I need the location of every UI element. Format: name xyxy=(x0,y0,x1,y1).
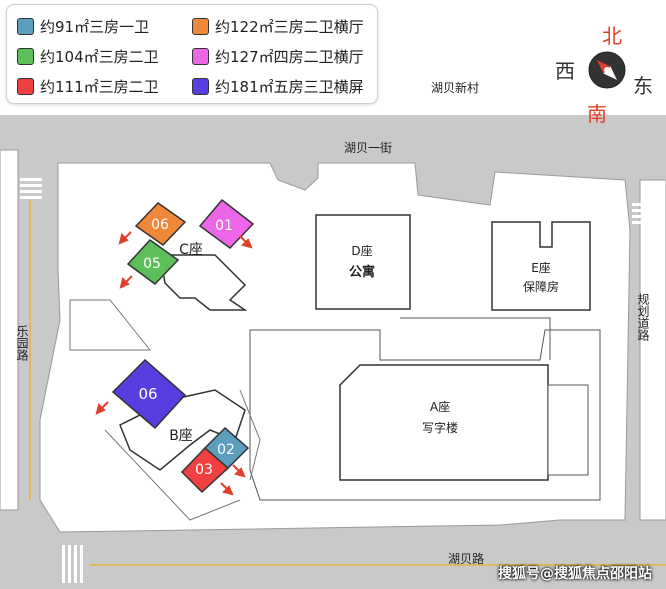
compass-north: 北 xyxy=(602,24,622,48)
legend-swatch xyxy=(17,17,34,35)
unit-type-legend: 约91㎡三房一卫 约104㎡三房二卫 约111㎡三房二卫 约122㎡三房二卫横厅… xyxy=(6,4,378,104)
building-use-d: 公寓 xyxy=(349,264,375,280)
building-label-b: B座 xyxy=(169,428,193,444)
legend-item: 约122㎡三房二卫横厅 xyxy=(192,15,364,37)
crosswalk-right xyxy=(632,203,646,224)
unit-label-b02: 02 xyxy=(217,442,235,458)
legend-swatch xyxy=(192,47,209,65)
legend-swatch xyxy=(192,17,209,35)
legend-item: 约91㎡三房一卫 xyxy=(17,15,149,37)
legend-item: 约127㎡四房二卫横厅 xyxy=(192,45,364,67)
building-use-e: 保障房 xyxy=(523,279,559,294)
compass: 北 南 西 东 xyxy=(555,20,665,130)
building-label-d: D座 xyxy=(351,243,372,258)
legend-item: 约104㎡三房二卫 xyxy=(17,45,159,67)
legend-swatch xyxy=(17,77,34,95)
unit-c06 xyxy=(134,202,187,246)
unit-label-c06: 06 xyxy=(151,217,169,233)
legend-label: 约127㎡四房二卫横厅 xyxy=(215,47,364,66)
legend-item: 约111㎡三房二卫 xyxy=(17,75,159,97)
building-e xyxy=(491,221,591,311)
building-d xyxy=(315,214,411,310)
unit-c05 xyxy=(126,239,180,285)
place-label-village: 湖贝新村 xyxy=(431,80,479,95)
unit-arrows xyxy=(95,231,253,496)
road-label-left: 乐园路 xyxy=(15,325,29,362)
road-label-right: 规划道路 xyxy=(636,292,650,342)
compass-south: 南 xyxy=(587,102,607,126)
road-label-top: 湖贝一街 xyxy=(344,140,392,155)
unit-label-c05: 05 xyxy=(143,256,161,272)
compass-east: 东 xyxy=(633,74,653,98)
building-c xyxy=(159,254,248,311)
legend-label: 约181㎡五房三卫横屏 xyxy=(215,77,364,96)
unit-label-b06: 06 xyxy=(138,385,157,403)
crosswalk-left xyxy=(20,178,42,199)
legend-item: 约181㎡五房三卫横屏 xyxy=(192,75,364,97)
watermark: 搜狐号@搜狐焦点邵阳站 xyxy=(498,566,652,582)
building-label-a: A座 xyxy=(430,399,450,414)
compass-west: 西 xyxy=(555,59,575,83)
unit-label-b03: 03 xyxy=(195,462,213,478)
unit-c01 xyxy=(198,198,255,249)
legend-label: 约122㎡三房二卫横厅 xyxy=(215,17,364,36)
podium-outline xyxy=(249,329,601,501)
unit-b03 xyxy=(180,446,230,494)
legend-label: 约104㎡三房二卫 xyxy=(40,47,159,66)
crosswalk-bottom xyxy=(62,545,83,583)
left-strip xyxy=(0,149,19,511)
unit-label-c01: 01 xyxy=(215,218,233,234)
legend-label: 约111㎡三房二卫 xyxy=(40,77,159,96)
building-label-c: C座 xyxy=(179,242,203,258)
legend-swatch xyxy=(17,47,34,65)
building-label-e: E座 xyxy=(531,260,551,275)
compass-rose-icon xyxy=(588,51,626,89)
legend-swatch xyxy=(192,77,209,95)
right-strip xyxy=(639,179,666,521)
building-use-a: 写字楼 xyxy=(422,420,458,435)
unit-b06 xyxy=(111,358,187,430)
legend-label: 约91㎡三房一卫 xyxy=(40,17,150,36)
road-label-bottom: 湖贝路 xyxy=(448,551,484,566)
